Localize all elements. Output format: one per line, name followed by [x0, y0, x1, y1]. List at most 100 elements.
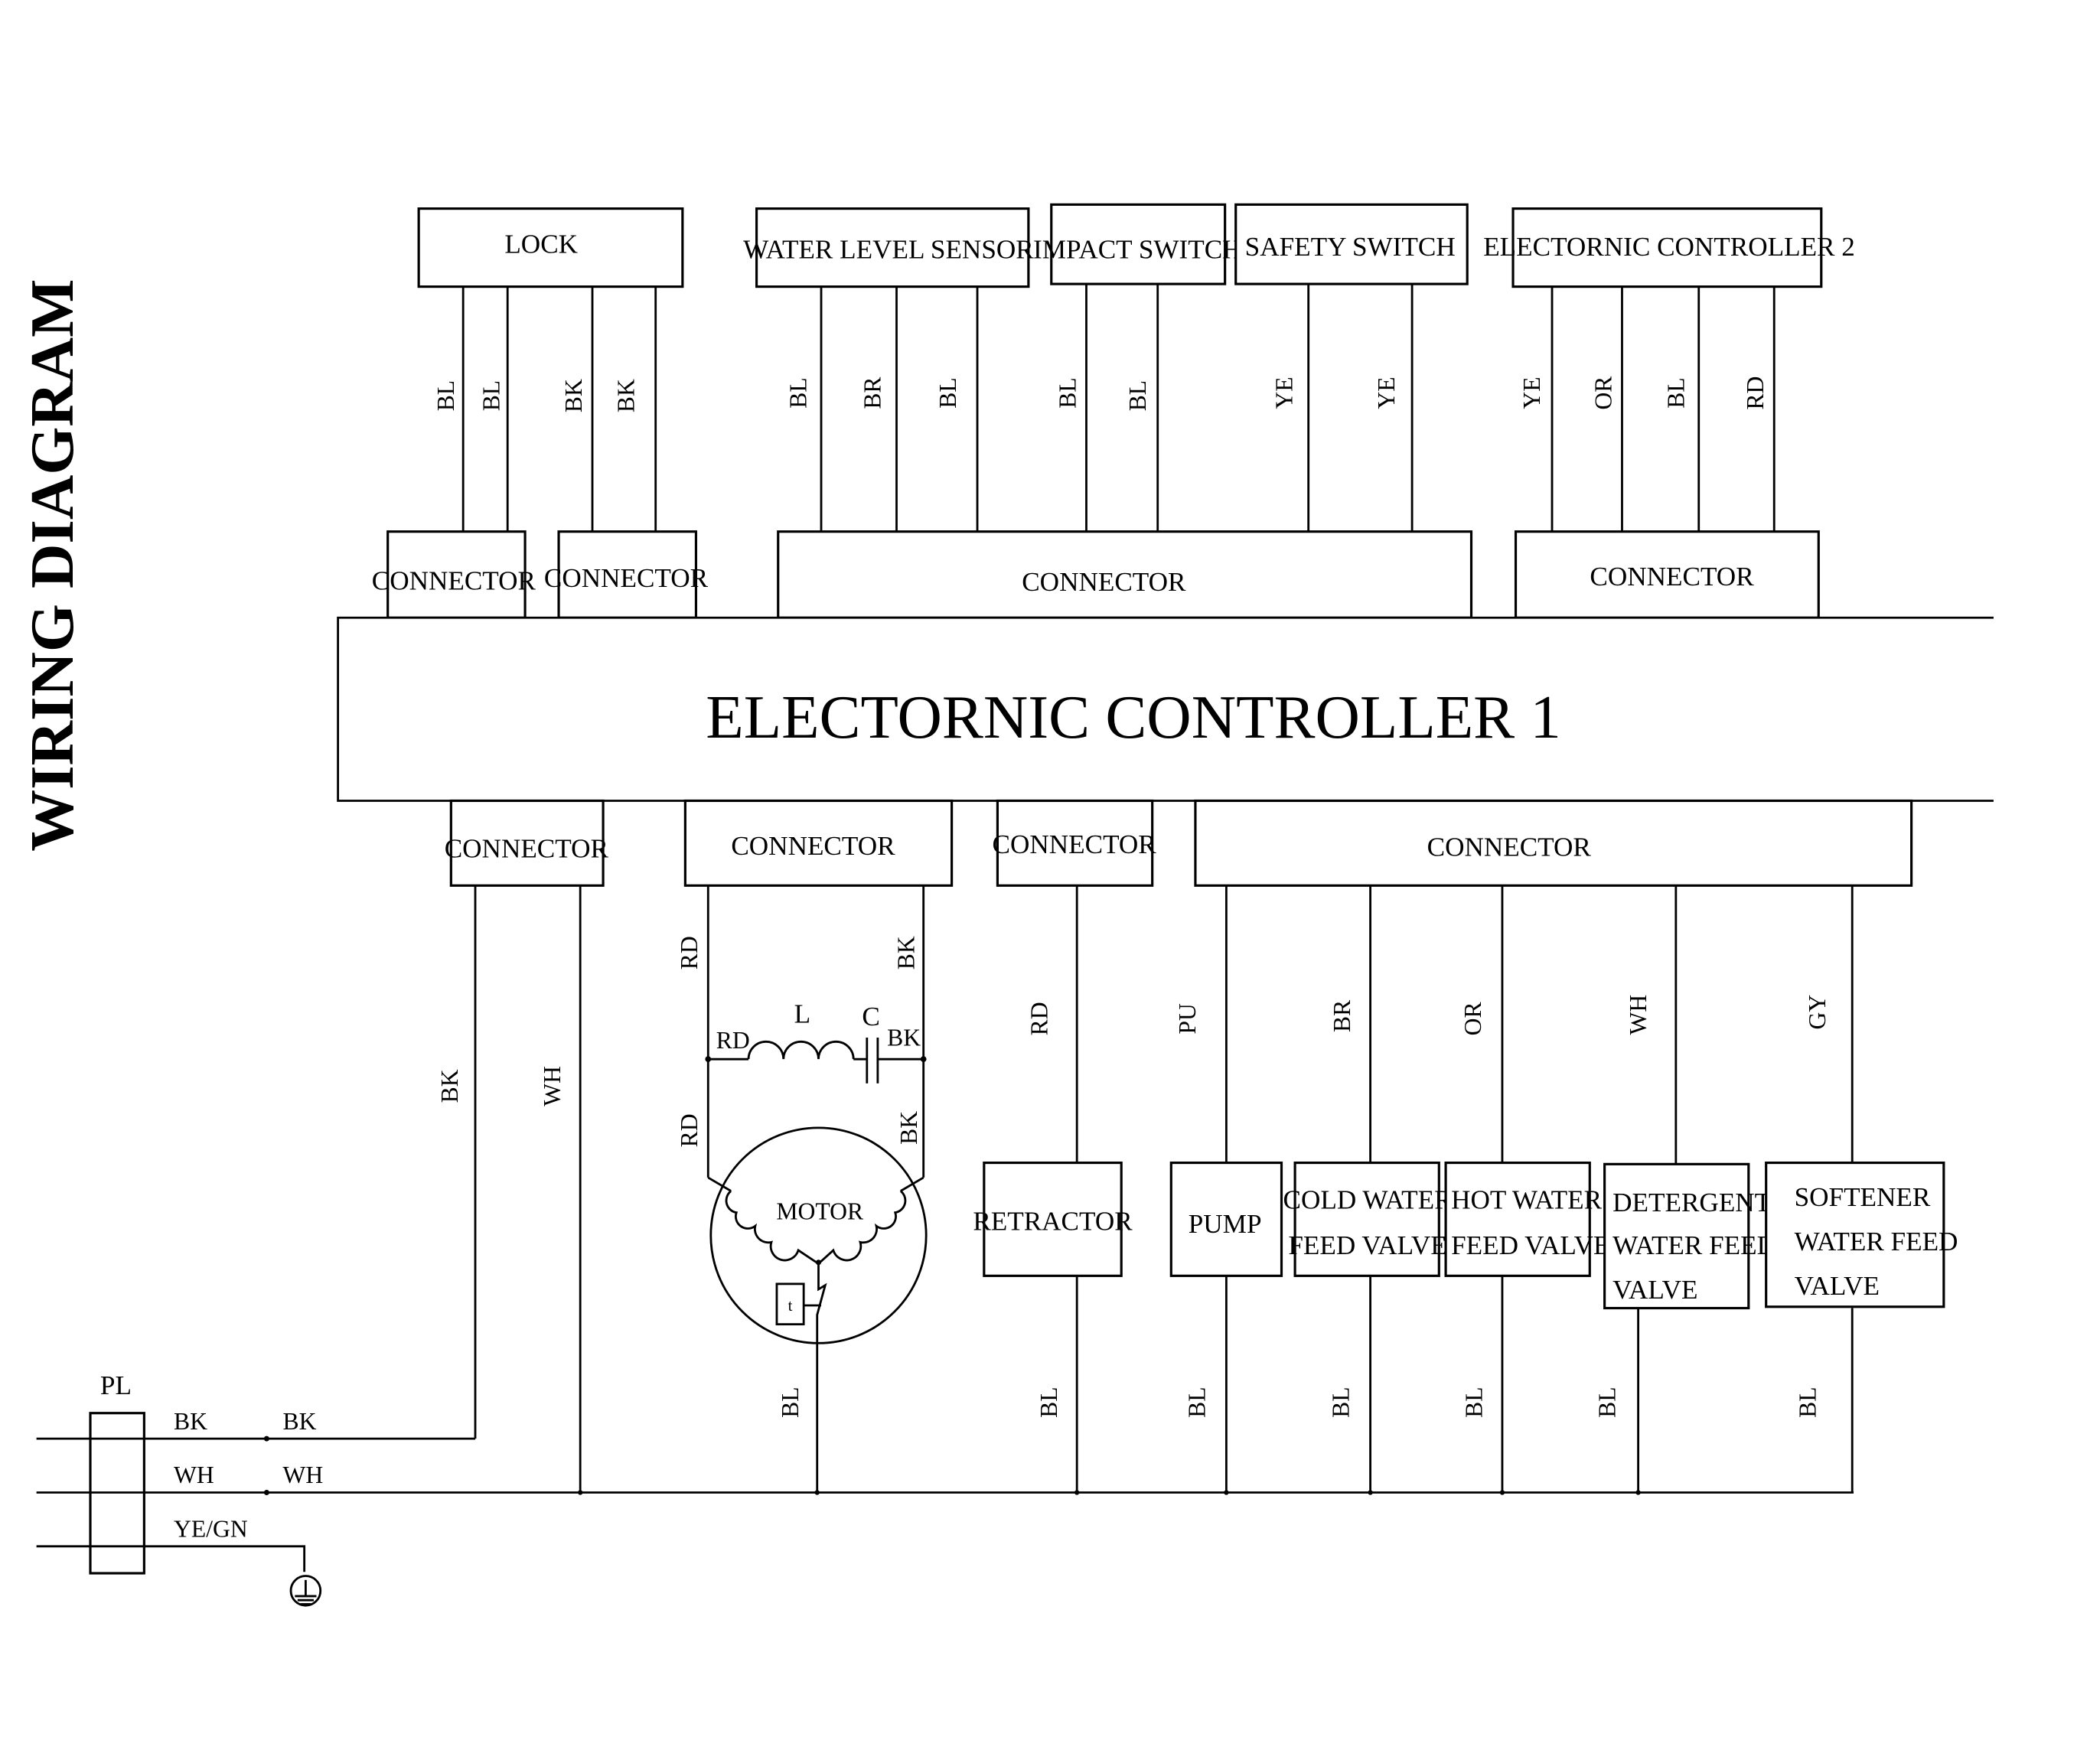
motor-circuit: RD BK L C RD BK RD BK MOTOR t BL — [676, 885, 928, 1493]
inductor-label: L — [794, 999, 810, 1029]
wire-label: BL — [1795, 1387, 1821, 1417]
wire-label: RD — [676, 1113, 703, 1147]
connector-box — [996, 799, 1154, 887]
wire-label: BK — [895, 1111, 922, 1145]
wire-label: WH — [174, 1462, 214, 1488]
wire-label: WH — [1625, 995, 1652, 1035]
wire-label: BL — [478, 380, 505, 411]
connector-label: CONNECTOR — [1590, 562, 1754, 591]
motor-icon — [709, 1126, 928, 1344]
wire-label: BR — [1329, 999, 1355, 1032]
component-label: SOFTENER — [1795, 1182, 1931, 1212]
connector-box — [1194, 799, 1913, 887]
wire-label: BL — [1183, 1387, 1210, 1417]
wire-label: BL — [1054, 377, 1081, 408]
component-label: FEED VALVE — [1288, 1230, 1446, 1260]
power-plug: PL BK WH YE/GN BK WH — [36, 1370, 1854, 1607]
safety-switch-component: SAFETY SWITCH — [1234, 203, 1469, 285]
impact-switch-component: IMPACT SWITCH — [1033, 203, 1242, 285]
retractor-box — [983, 1162, 1123, 1277]
protector-label: t — [788, 1296, 793, 1315]
wire-label: BK — [282, 1408, 316, 1435]
detergent-water-feed-valve-box — [1603, 1162, 1750, 1310]
load-components: RETRACTOR PUMP COLD WATER FEED VALVE HOT… — [973, 1162, 1958, 1310]
wire-label: BK — [887, 1025, 921, 1051]
electornic-controller-2-box — [1511, 207, 1823, 288]
component-label: HOT WATER — [1451, 1185, 1602, 1214]
wire-label: PU — [1174, 1003, 1201, 1035]
connector-box — [1514, 530, 1820, 619]
component-label: DETERGENT — [1612, 1188, 1771, 1217]
wire-label: BK — [436, 1069, 463, 1103]
capacitor-label: C — [862, 1002, 879, 1031]
component-label: RETRACTOR — [973, 1207, 1133, 1237]
pump-component: PUMP — [1169, 1162, 1283, 1277]
connector-box — [777, 530, 1473, 619]
wire-label: BK — [174, 1408, 207, 1435]
junction-dot — [263, 1435, 269, 1442]
motor-label: MOTOR — [776, 1198, 864, 1224]
water-level-sensor-box — [755, 207, 1030, 288]
motor-out-wire — [816, 1262, 827, 1493]
top-wires — [461, 284, 1776, 532]
controller-outline — [337, 616, 1994, 802]
wire-label: RD — [1026, 1002, 1052, 1035]
wire-label: BK — [560, 379, 587, 412]
electornic-controller-2-component: ELECTORNIC CONTROLLER 2 — [1483, 207, 1855, 288]
cold-water-feed-valve-component: COLD WATER FEED VALVE — [1283, 1162, 1453, 1277]
wire-label: YE — [1373, 376, 1400, 409]
impact-switch-label: IMPACT SWITCH — [1033, 235, 1242, 265]
water-level-sensor-component: WATER LEVEL SENSOR — [743, 207, 1034, 288]
wire-label: BL — [777, 1387, 804, 1417]
wire-label: BL — [1461, 1387, 1488, 1417]
connector-label: CONNECTOR — [1022, 567, 1186, 597]
diagram-title: WIRING DIAGRAM — [18, 279, 86, 852]
pump-box — [1169, 1162, 1283, 1277]
connector-label: CONNECTOR — [731, 831, 895, 861]
wire-label: BL — [1124, 380, 1151, 411]
lock-box — [417, 207, 684, 288]
load-wire-labels: RD PU BR OR WH GY BL BL BL BL BL BL — [1026, 995, 1831, 1418]
electornic-controller-2-label: ELECTORNIC CONTROLLER 2 — [1483, 232, 1855, 262]
wire-label: BL — [785, 377, 812, 408]
wire-label: BL — [1594, 1387, 1621, 1417]
component-label: VALVE — [1612, 1275, 1697, 1305]
junction-dot — [920, 1056, 927, 1063]
connector-label: CONNECTOR — [544, 563, 709, 593]
lock-component: LOCK — [417, 207, 684, 288]
wire-label: BL — [1662, 377, 1689, 408]
connector-box — [449, 799, 605, 887]
water-level-sensor-label: WATER LEVEL SENSOR — [743, 235, 1034, 265]
component-label: WATER FEED — [1612, 1230, 1776, 1260]
connector-label: CONNECTOR — [372, 565, 536, 595]
retractor-component: RETRACTOR — [973, 1162, 1133, 1277]
junction-dot — [263, 1489, 269, 1496]
wire-label: GY — [1804, 995, 1831, 1030]
component-label: FEED VALVE — [1451, 1230, 1609, 1260]
wire-label: OR — [1590, 376, 1616, 410]
wire-label: BK — [892, 936, 919, 969]
component-label: COLD WATER — [1283, 1185, 1453, 1214]
wire-label: BK — [613, 379, 640, 412]
wire-label: OR — [1459, 1002, 1486, 1036]
safety-switch-label: SAFETY SWITCH — [1245, 232, 1456, 262]
motor-connector-box — [683, 799, 954, 887]
top-connectors: CONNECTOR CONNECTOR CONNECTOR CONNECTOR — [372, 530, 1820, 619]
ground-wire — [36, 1545, 306, 1572]
wire-label: BL — [1035, 1387, 1062, 1417]
safety-switch-box — [1234, 203, 1469, 285]
connector-label: CONNECTOR — [445, 833, 609, 863]
junction-dot — [705, 1056, 712, 1063]
softener-water-feed-valve-component: SOFTENER WATER FEED VALVE — [1765, 1162, 1958, 1308]
hot-water-feed-valve-component: HOT WATER FEED VALVE — [1444, 1162, 1610, 1277]
connector-label: CONNECTOR — [993, 829, 1157, 859]
impact-switch-box — [1050, 203, 1227, 285]
wire-label: YE — [1271, 376, 1298, 409]
wire-label: BR — [859, 376, 885, 409]
wire-label: RD — [676, 936, 703, 969]
wire-label: BL — [934, 377, 961, 408]
bottom-connectors: CONNECTOR CONNECTOR CONNECTOR CONNECTOR — [445, 799, 1913, 887]
wire-label: BL — [432, 380, 459, 411]
controller-label: ELECTORNIC CONTROLLER 1 — [706, 683, 1560, 751]
